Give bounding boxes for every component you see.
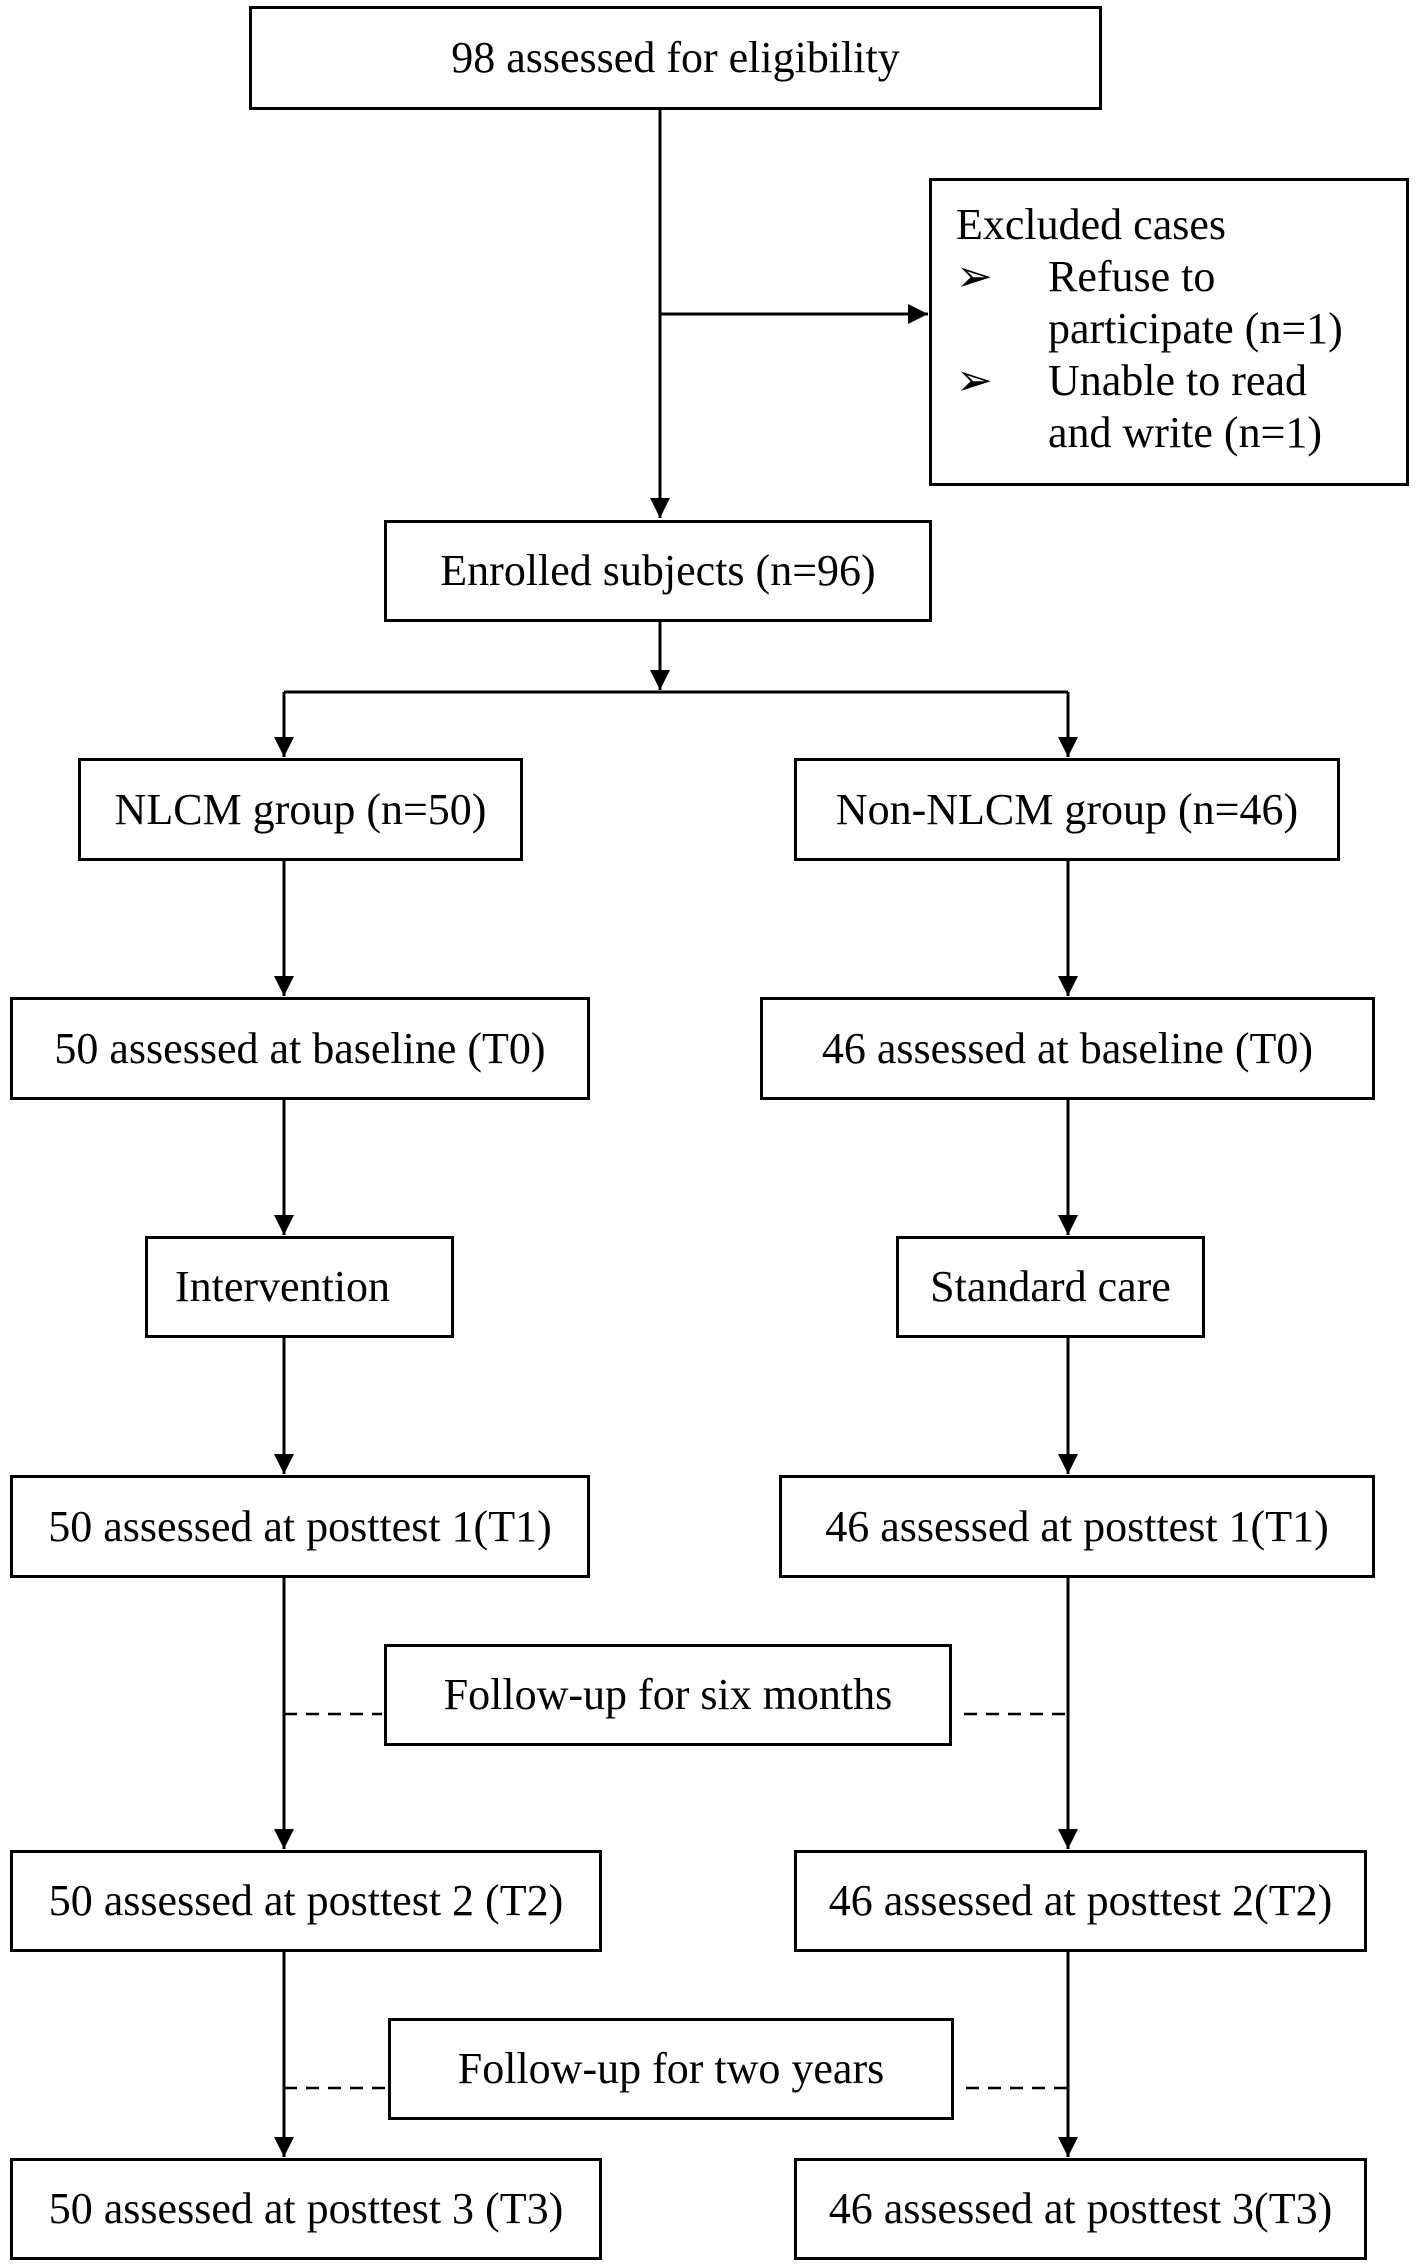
excluded-item-unable-cont: and write (n=1) bbox=[1048, 408, 1323, 457]
excluded-title: Excluded cases bbox=[956, 200, 1226, 249]
nlcm-group-box: NLCM group (n=50) bbox=[78, 758, 523, 861]
arrow-bullet-icon: ➢ bbox=[956, 356, 993, 405]
excluded-item-unable: ➢ Unable to read bbox=[956, 356, 1307, 405]
followup-two-years-box: Follow-up for two years bbox=[388, 2018, 954, 2120]
nlcm-t1-box: 50 assessed at posttest 1(T1) bbox=[10, 1475, 590, 1578]
arrow-bullet-icon: ➢ bbox=[956, 252, 993, 301]
non-nlcm-t3-box: 46 assessed at posttest 3(T3) bbox=[794, 2158, 1367, 2260]
non-nlcm-baseline-box: 46 assessed at baseline (T0) bbox=[760, 997, 1375, 1100]
excluded-item-refuse-cont: participate (n=1) bbox=[1048, 304, 1343, 353]
excluded-cases-box: Excluded cases ➢ Refuse to participate (… bbox=[929, 178, 1409, 486]
non-nlcm-t2-box: 46 assessed at posttest 2(T2) bbox=[794, 1850, 1367, 1952]
followup-six-months-box: Follow-up for six months bbox=[384, 1644, 952, 1746]
excluded-item-refuse: ➢ Refuse to bbox=[956, 252, 1216, 301]
eligibility-box: 98 assessed for eligibility bbox=[249, 6, 1102, 110]
intervention-box: Intervention bbox=[145, 1236, 454, 1338]
non-nlcm-t1-box: 46 assessed at posttest 1(T1) bbox=[779, 1475, 1375, 1578]
non-nlcm-group-box: Non-NLCM group (n=46) bbox=[794, 758, 1340, 861]
nlcm-baseline-box: 50 assessed at baseline (T0) bbox=[10, 997, 590, 1100]
standard-care-box: Standard care bbox=[896, 1236, 1205, 1338]
nlcm-t2-box: 50 assessed at posttest 2 (T2) bbox=[10, 1850, 602, 1952]
enrolled-box: Enrolled subjects (n=96) bbox=[384, 520, 932, 622]
nlcm-t3-box: 50 assessed at posttest 3 (T3) bbox=[10, 2158, 602, 2260]
